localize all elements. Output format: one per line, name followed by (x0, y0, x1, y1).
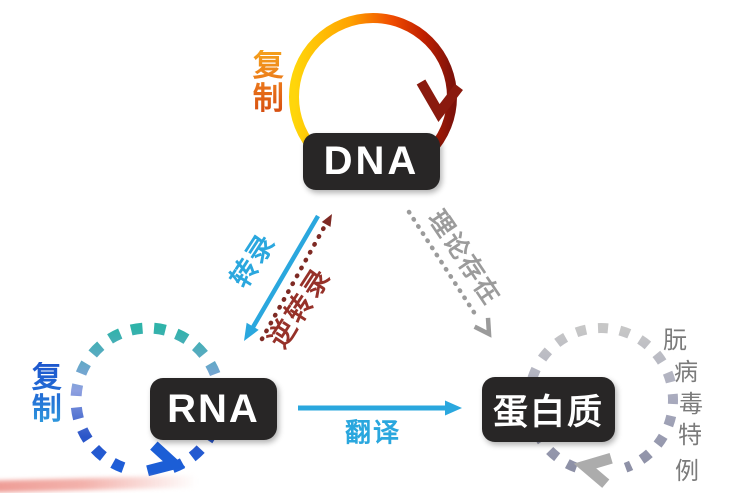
prion-cycle-arrowhead-icon (573, 452, 613, 488)
translation-arrowhead-icon (445, 400, 462, 416)
prion-cycle-arrow (524, 323, 678, 488)
translation-arrow (298, 400, 462, 416)
reverse-transcription-arrow (259, 214, 332, 342)
transcription-arrow (244, 214, 320, 341)
rna-node: RNA (150, 378, 277, 440)
protein-node: 蛋白质 (482, 377, 615, 442)
prion-char: 例 (675, 459, 699, 485)
reverse-transcription-arrowhead-icon (321, 214, 332, 227)
transcription-arrowhead-icon (244, 322, 259, 341)
dna-replication-label: 复制 (252, 48, 284, 116)
rna-cycle-arrowhead-icon (146, 441, 186, 477)
translation-label: 翻译 (344, 417, 402, 448)
prion-char: 朊 (663, 328, 687, 354)
rna-replication-label: 复制 (31, 361, 62, 426)
dna-node: DNA (303, 133, 440, 190)
prion-char: 毒 (679, 392, 703, 418)
theoretical-arrowhead-icon (473, 317, 492, 338)
theoretical-existence-arrow (406, 209, 492, 338)
prion-char: 病 (674, 360, 698, 386)
rna-replication-cycle-arrow (70, 322, 226, 477)
dna-cycle-arrowhead-icon (416, 79, 463, 122)
prion-char: 特 (678, 423, 702, 449)
